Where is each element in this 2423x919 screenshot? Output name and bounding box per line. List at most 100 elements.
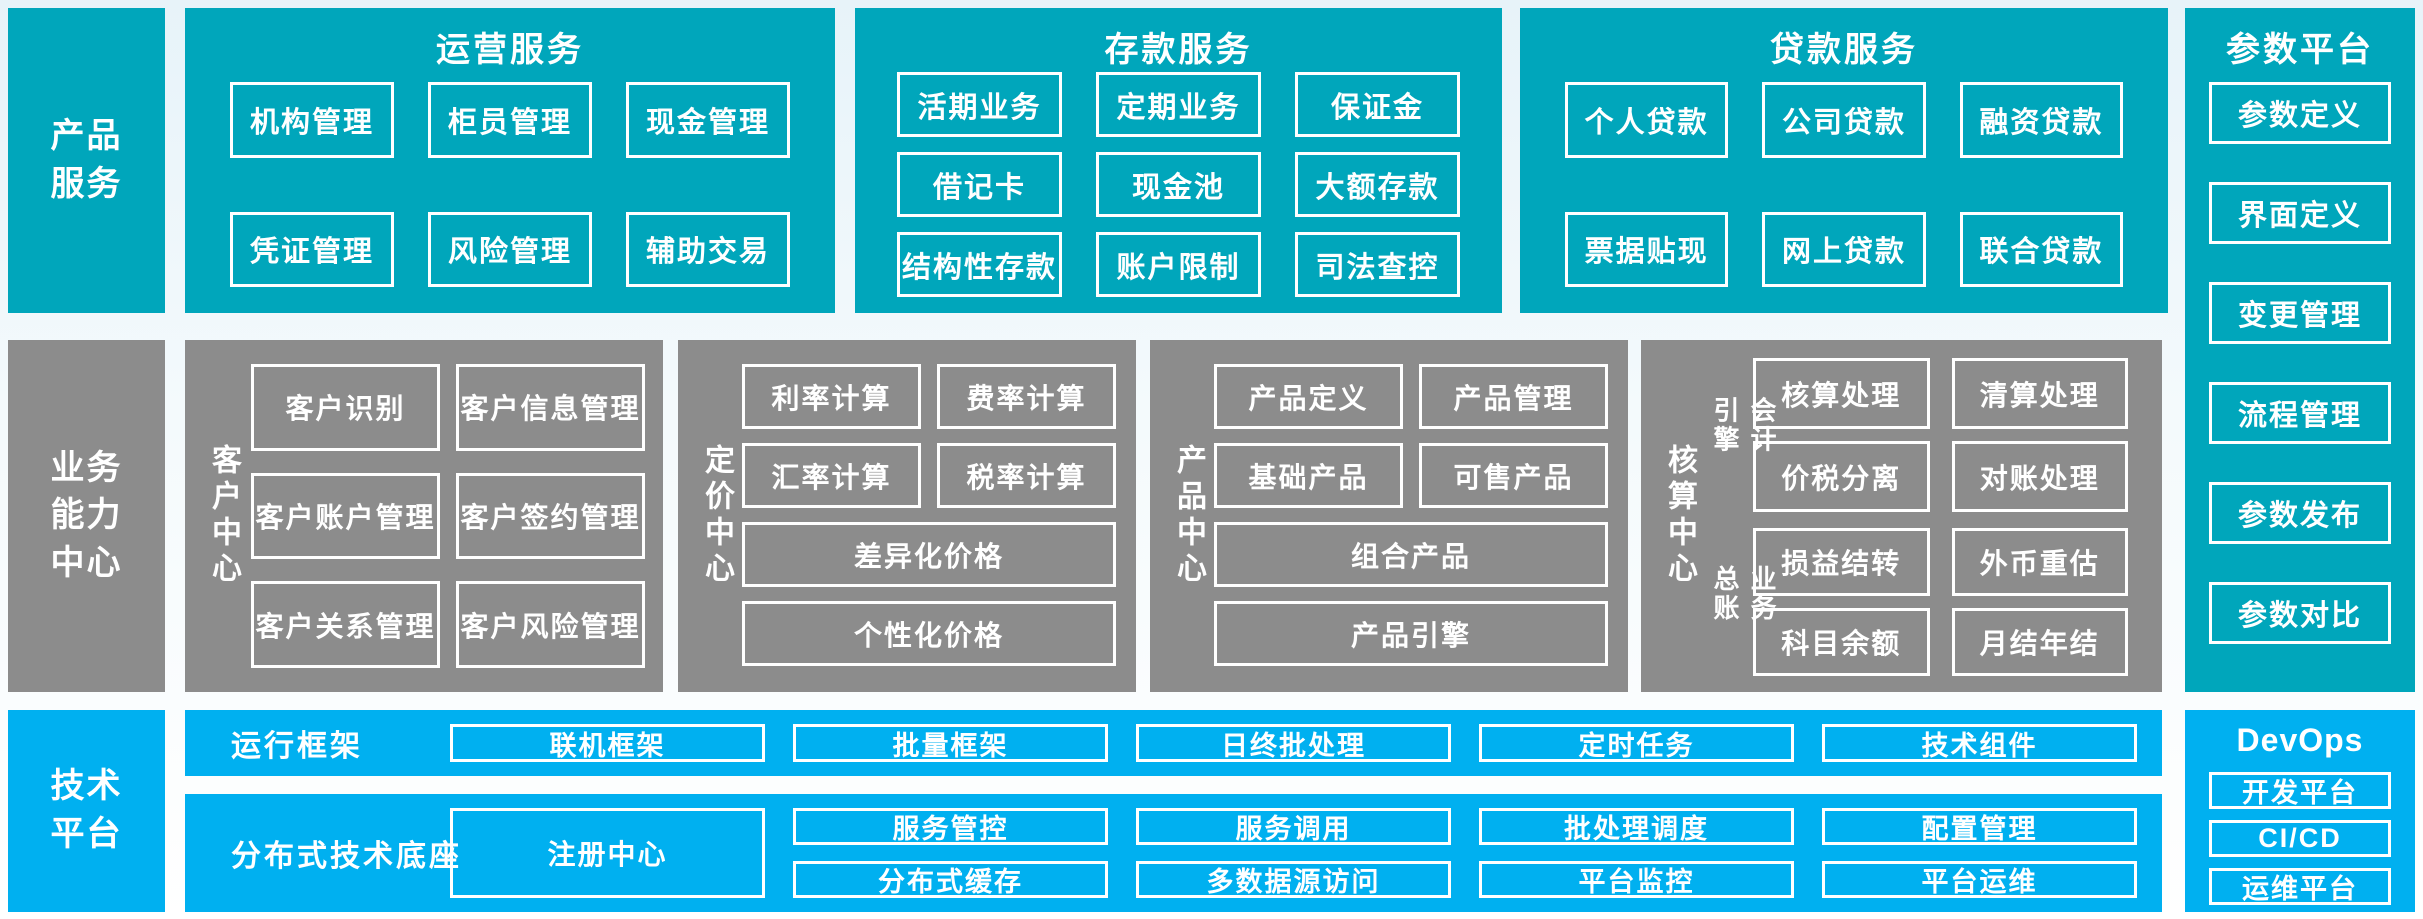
diagram-box: 运维平台	[2209, 868, 2391, 905]
product-box-grid: 产品定义 产品管理 基础产品 可售产品 组合产品 产品引擎	[1214, 364, 1608, 666]
diagram-box: 客户账户管理	[251, 472, 440, 560]
row-runtime-framework: 运行框架 联机框架 批量框架 日终批处理 定时任务 技术组件	[185, 710, 2162, 776]
diagram-box: 汇率计算	[742, 443, 921, 508]
diagram-box: 税率计算	[937, 443, 1116, 508]
diagram-box: 可售产品	[1419, 443, 1608, 508]
panel-side-label: 定价中心	[700, 444, 733, 588]
diagram-box: 利率计算	[742, 364, 921, 429]
panel-parameter-platform: 参数平台 参数定义 界面定义 变更管理 流程管理 参数发布 参数对比	[2185, 8, 2415, 692]
diagram-box: 日终批处理	[1136, 724, 1451, 762]
diagram-box: 客户信息管理	[456, 364, 645, 451]
diagram-box: 流程管理	[2209, 382, 2391, 444]
panel-deposit-services: 存款服务 活期业务 定期业务 保证金 借记卡 现金池 大额存款 结构性存款 账户…	[855, 8, 1502, 313]
diagram-box: 变更管理	[2209, 282, 2391, 344]
business-ledger-group: 业务总账 损益结转 外币重估 科目余额 月结年结	[1707, 528, 2128, 676]
panel-loan-services: 贷款服务 个人贷款 公司贷款 融资贷款 票据贴现 网上贷款 联合贷款	[1520, 8, 2168, 313]
panel-side-label: 客户中心	[207, 444, 240, 588]
business-ledger-grid: 损益结转 外币重估 科目余额 月结年结	[1753, 528, 2128, 676]
diagram-box: 借记卡	[897, 152, 1062, 217]
diagram-box: 差异化价格	[742, 522, 1116, 587]
parameter-box-list: 参数定义 界面定义 变更管理 流程管理 参数发布 参数对比	[2209, 82, 2391, 644]
deposit-box-grid: 活期业务 定期业务 保证金 借记卡 现金池 大额存款 结构性存款 账户限制 司法…	[897, 72, 1460, 297]
diagram-box: 柜员管理	[428, 82, 592, 158]
diagram-box: 票据贴现	[1565, 211, 1729, 287]
diagram-box: 现金池	[1096, 152, 1261, 217]
diagram-box: 现金管理	[626, 82, 790, 158]
diagram-box: 个性化价格	[742, 601, 1116, 666]
diagram-box: 清算处理	[1951, 358, 2128, 429]
diagram-box: 司法查控	[1295, 232, 1460, 297]
diagram-box: 参数定义	[2209, 82, 2391, 144]
panel-product-center: 产品中心 产品定义 产品管理 基础产品 可售产品 组合产品 产品引擎	[1150, 340, 1628, 692]
diagram-box: 界面定义	[2209, 182, 2391, 244]
diagram-box: 结构性存款	[897, 232, 1062, 297]
diagram-box: 保证金	[1295, 72, 1460, 137]
panel-title: 贷款服务	[1770, 31, 1918, 69]
diagram-box: 参数发布	[2209, 482, 2391, 544]
operations-box-grid: 机构管理 柜员管理 现金管理 凭证管理 风险管理 辅助交易	[230, 82, 790, 287]
diagram-box: 活期业务	[897, 72, 1062, 137]
devops-box-list: 开发平台 CI/CD 运维平台	[2209, 772, 2391, 905]
diagram-box: 公司贷款	[1762, 82, 1926, 158]
band-product-services: 产品 服务	[8, 8, 165, 313]
diagram-box: 外币重估	[1951, 528, 2128, 596]
diagram-box: CI/CD	[2209, 820, 2391, 857]
row-label: 分布式技术底座	[231, 840, 462, 873]
diagram-box: 平台运维	[1822, 861, 2137, 898]
diagram-box: 注册中心	[450, 808, 765, 898]
panel-title: 存款服务	[1104, 31, 1253, 69]
diagram-box: 分布式缓存	[793, 861, 1108, 898]
row-distributed-tech-base: 分布式技术底座 注册中心 服务管控 服务调用 批处理调度 配置管理 分布式缓存 …	[185, 794, 2162, 912]
diagram-box: 批处理调度	[1479, 808, 1794, 845]
diagram-box: 基础产品	[1214, 443, 1403, 508]
diagram-box: 风险管理	[428, 211, 592, 287]
diagram-box: 联机框架	[450, 724, 765, 762]
diagram-box: 产品管理	[1419, 364, 1608, 429]
diagram-box: 核算处理	[1753, 358, 1930, 429]
panel-pricing-center: 定价中心 利率计算 费率计算 汇率计算 税率计算 差异化价格 个性化价格	[678, 340, 1136, 692]
diagram-box: 联合贷款	[1959, 211, 2123, 287]
diagram-box: 价税分离	[1753, 441, 1930, 512]
row-label: 运行框架	[231, 730, 363, 763]
diagram-box: 辅助交易	[626, 211, 790, 287]
diagram-box: 服务管控	[793, 808, 1108, 845]
diagram-box: 客户关系管理	[251, 581, 440, 668]
diagram-box: 组合产品	[1214, 522, 1608, 587]
diagram-box: 科目余额	[1753, 608, 1930, 676]
diagram-box: 凭证管理	[230, 211, 394, 287]
diagram-box: 配置管理	[1822, 808, 2137, 845]
panel-side-label: 产品中心	[1172, 444, 1205, 588]
group-side-label: 会计引擎	[1710, 396, 1777, 455]
customer-box-grid: 客户识别 客户信息管理 客户账户管理 客户签约管理 客户关系管理 客户风险管理	[251, 364, 645, 668]
diagram-box: 定时任务	[1479, 724, 1794, 762]
diagram-box: 费率计算	[937, 364, 1116, 429]
diagram-box: 定期业务	[1096, 72, 1261, 137]
panel-operations-services: 运营服务 机构管理 柜员管理 现金管理 凭证管理 风险管理 辅助交易	[185, 8, 835, 313]
diagram-box: 服务调用	[1136, 808, 1451, 845]
diagram-box: 个人贷款	[1565, 82, 1729, 158]
diagram-box: 客户识别	[251, 364, 440, 451]
band-business-capability-center: 业务 能力 中心	[8, 340, 165, 692]
panel-title: 参数平台	[2226, 31, 2374, 69]
diagram-box: 账户限制	[1096, 232, 1261, 297]
panel-title: DevOps	[2236, 722, 2364, 758]
diagram-box: 批量框架	[793, 724, 1108, 762]
diagram-box: 多数据源访问	[1136, 861, 1451, 898]
accounting-engine-group: 会计引擎 核算处理 清算处理 价税分离 对账处理	[1707, 358, 2128, 512]
panel-side-label: 核算中心	[1663, 444, 1696, 588]
panel-customer-center: 客户中心 客户识别 客户信息管理 客户账户管理 客户签约管理 客户关系管理 客户…	[185, 340, 663, 692]
diagram-box: 大额存款	[1295, 152, 1460, 217]
accounting-engine-grid: 核算处理 清算处理 价税分离 对账处理	[1753, 358, 2128, 512]
diagram-box: 平台监控	[1479, 861, 1794, 898]
loan-box-grid: 个人贷款 公司贷款 融资贷款 票据贴现 网上贷款 联合贷款	[1565, 82, 2123, 287]
panel-devops: DevOps 开发平台 CI/CD 运维平台	[2185, 710, 2415, 912]
diagram-box: 网上贷款	[1762, 211, 1926, 287]
diagram-box: 客户签约管理	[456, 472, 645, 560]
diagram-box: 机构管理	[230, 82, 394, 158]
diagram-box: 损益结转	[1753, 528, 1930, 596]
diagram-box: 对账处理	[1951, 441, 2128, 512]
diagram-box: 开发平台	[2209, 772, 2391, 809]
diagram-box: 融资贷款	[1959, 82, 2123, 158]
diagram-box: 产品引擎	[1214, 601, 1608, 666]
